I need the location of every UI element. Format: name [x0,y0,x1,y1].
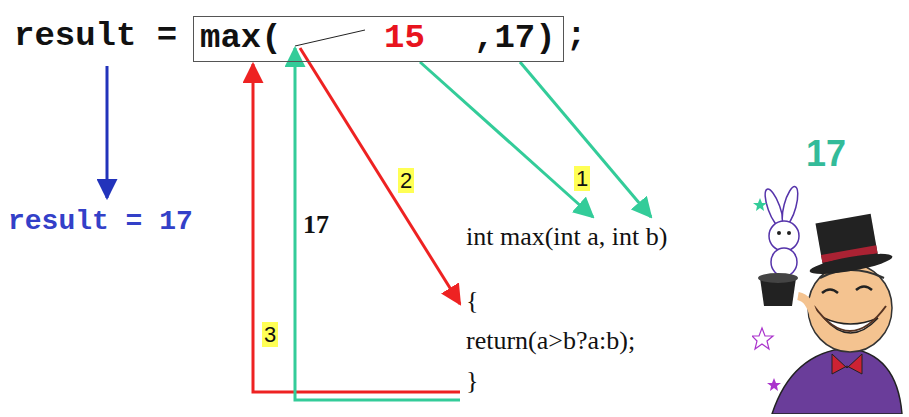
call-token: 15 [384,18,425,58]
star [752,328,773,349]
call-token: ,17) [474,18,556,58]
cape [772,348,902,414]
step-number: 3 [262,322,278,347]
function-signature: int max(int a, int b) [466,222,667,252]
code-line: return(a>b?a:b); [466,326,635,356]
magician-figure [752,185,902,414]
face [808,264,892,352]
rabbit-eye [787,231,791,235]
magic-result: 17 [806,134,846,174]
beard [814,306,886,331]
rabbit-eye [777,231,781,235]
bow-tie [832,354,862,374]
step-number: 2 [398,168,414,193]
return-value: 17 [303,210,329,240]
argument-arrow [520,62,651,217]
top-hat [802,211,894,278]
code-line: } [466,366,478,396]
step-number: 1 [574,166,590,191]
result-statement: result = 17 [8,206,193,238]
leader-line [295,30,365,46]
magician-illustration [752,178,904,414]
eye [822,290,838,294]
hat-brim [808,250,893,278]
star [753,198,767,211]
call-expression-box: max( 15 ,17) [193,16,564,62]
rabbit-body [771,248,797,276]
statement-end: ; [566,16,586,56]
assignment-target: result = [14,16,177,56]
call-token: max( [200,18,282,58]
assign-arrow [106,66,109,198]
return-value-arrow [295,48,460,400]
rabbit [762,185,801,276]
rabbit-head [769,221,799,251]
argument-arrow [420,62,593,217]
eye [856,287,872,291]
hand [798,296,814,318]
magic-hat-rim [758,273,798,283]
code-line: { [466,286,478,316]
return-arrow [253,64,460,392]
call-arrow [300,48,460,304]
star [767,378,781,391]
